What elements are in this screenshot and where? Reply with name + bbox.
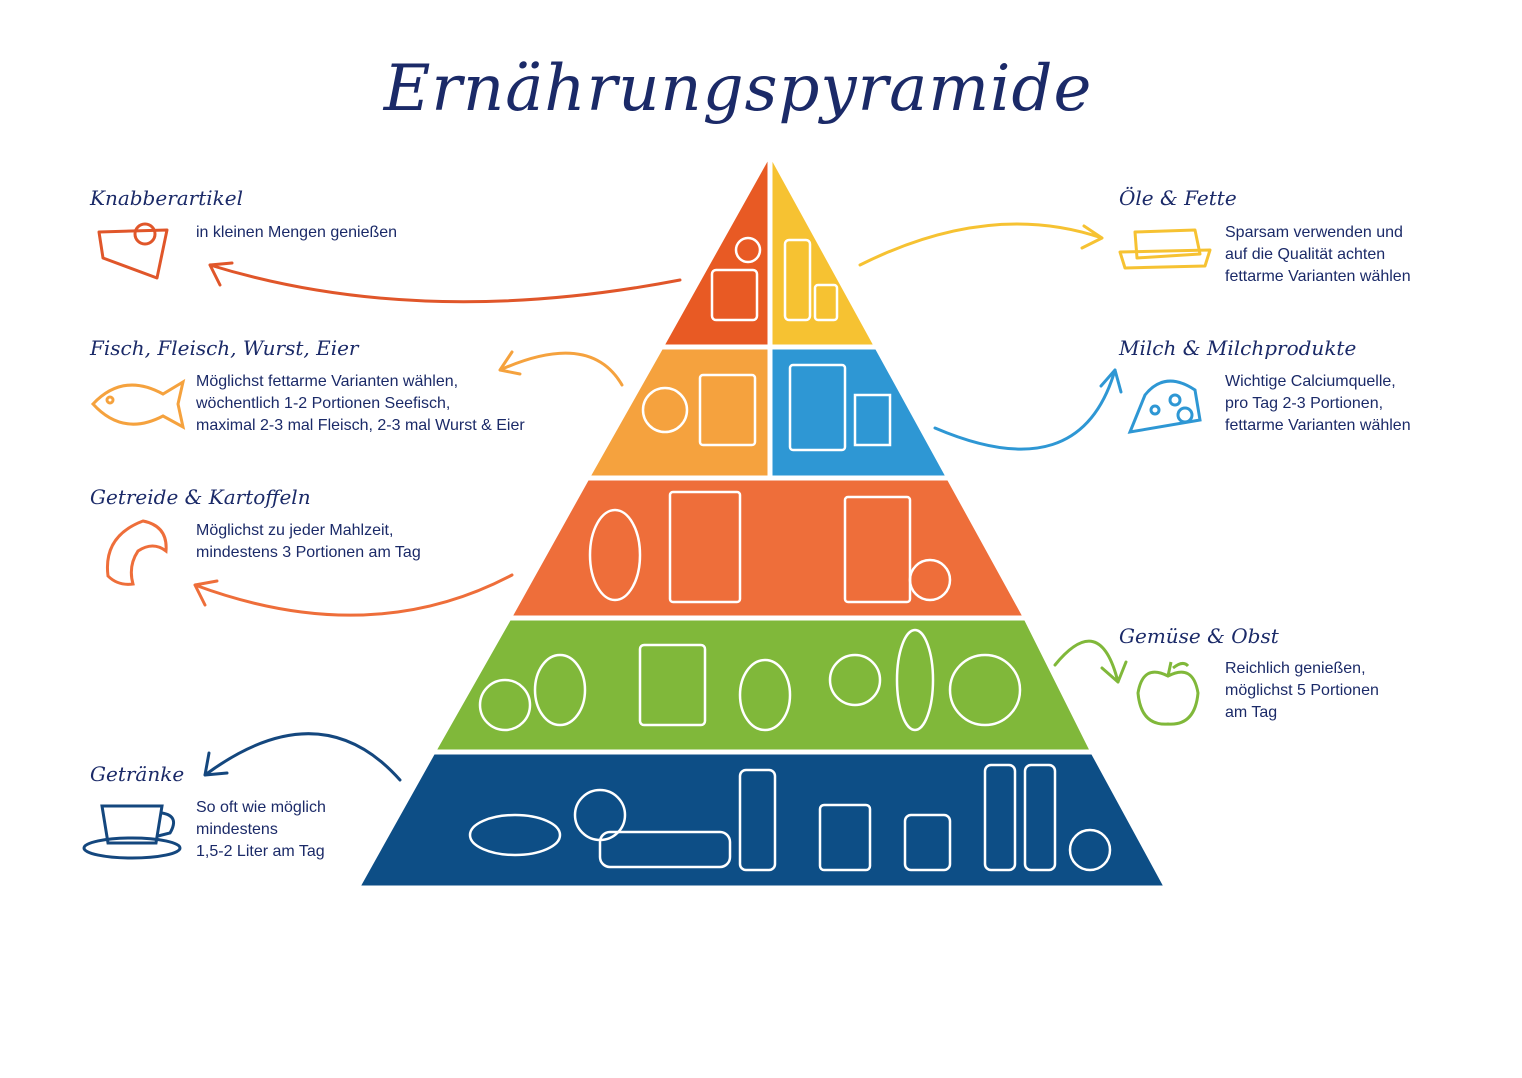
arrow-grains <box>193 573 514 617</box>
heading-sweets: Knabberartikel <box>90 186 244 210</box>
heading-protein: Fisch, Fleisch, Wurst, Eier <box>90 336 359 360</box>
ice-cream-illustration <box>710 268 759 322</box>
carafe-illustration <box>738 768 777 872</box>
fish-illustration <box>641 386 689 434</box>
arrow-vegetables <box>1053 639 1128 684</box>
text-fats: Sparsam verwenden und auf die Qualität a… <box>1225 224 1411 285</box>
cheese-icon <box>1127 379 1202 434</box>
heading-fats: Öle & Fette <box>1119 186 1237 210</box>
tier-grains <box>504 475 1031 621</box>
tomato-illustration <box>478 678 532 732</box>
text-sweets: in kleinen Mengen genießen <box>196 224 398 241</box>
bottle-illustration <box>983 763 1017 872</box>
teacup-illustration <box>468 813 562 857</box>
nesquik-illustration <box>788 363 847 452</box>
tier-vegetables <box>428 615 1098 755</box>
text-grains: Möglichst zu jeder Mahlzeit, mindestens … <box>196 522 421 561</box>
cereal-box-illustration <box>668 490 742 604</box>
fish-icon <box>90 378 186 430</box>
heading-dairy: Milch & Milchprodukte <box>1119 336 1357 360</box>
butter-icon <box>1118 228 1212 270</box>
text-dairy: Wichtige Calciumquelle, pro Tag 2-3 Port… <box>1225 373 1411 434</box>
arrow-fats <box>858 222 1104 267</box>
oil-bottle-illustration <box>783 238 812 322</box>
heading-vegetables: Gemüse & Obst <box>1119 624 1279 648</box>
page-title: Ernährungspyramide <box>383 52 1093 126</box>
arrow-sweets <box>208 261 682 304</box>
text-drinks: So oft wie möglich mindestens 1,5-2 Lite… <box>196 799 326 860</box>
pineapple-illustration <box>738 658 792 732</box>
tier-sweets <box>656 142 773 350</box>
arrow-protein <box>498 350 624 387</box>
croissant-icon <box>105 519 168 586</box>
arrow-dairy <box>933 368 1123 451</box>
apple-icon <box>1136 661 1200 726</box>
tier-dairy <box>767 344 954 481</box>
cake-icon <box>97 222 169 280</box>
text-protein: Möglichst fettarme Varianten wählen, wöc… <box>196 373 525 434</box>
tier-drinks <box>352 749 1172 891</box>
teacup-icon <box>82 804 182 860</box>
food-illustrations <box>468 236 1112 872</box>
arrow-drinks <box>203 732 402 782</box>
heading-grains: Getreide & Kartoffeln <box>90 485 311 509</box>
tier-protein <box>582 344 773 481</box>
heading-drinks: Getränke <box>90 762 185 786</box>
text-vegetables: Reichlich genießen, möglichst 5 Portione… <box>1225 660 1379 721</box>
